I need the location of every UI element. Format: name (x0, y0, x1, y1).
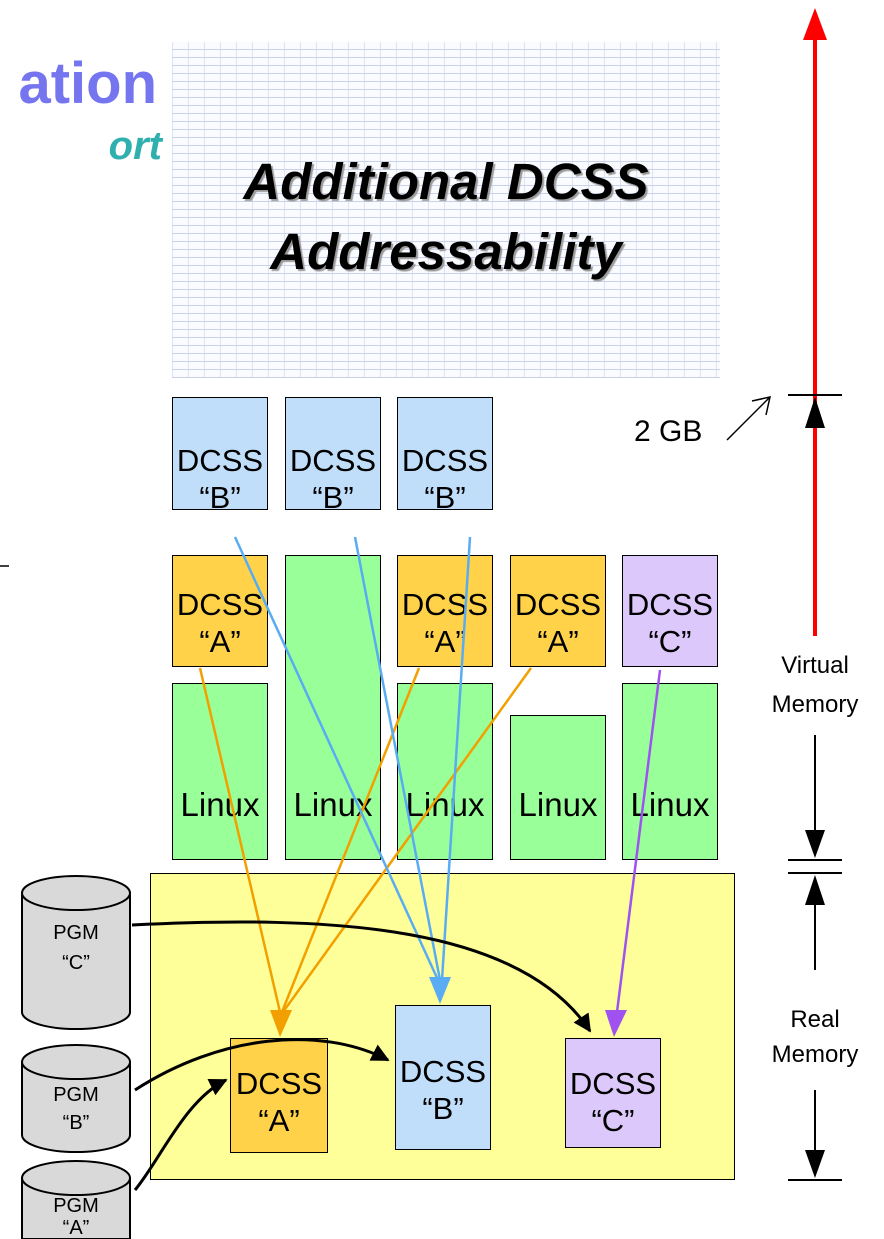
dcss-label: DCSS (289, 443, 377, 478)
pgm-a-cylinder: PGM “A” (21, 1160, 131, 1239)
linux-label: Linux (293, 786, 373, 823)
dcss-label: DCSS (399, 1054, 487, 1089)
virtual-dcss-b-2: DCSS “B” (285, 397, 381, 515)
linux-guest-5: Linux (622, 683, 718, 860)
virtual-dcss-b-1: DCSS “B” (172, 397, 268, 515)
real-memory-label-line-1: Real (790, 1006, 840, 1033)
virtual-dcss-c: DCSS “C” (622, 555, 718, 667)
dcss-label: DCSS (176, 443, 264, 478)
pgm-c-cylinder: PGM “C” (21, 875, 131, 1030)
addressability-line-1: Additional DCSS (243, 153, 649, 210)
addressability-line-2: Addressability (270, 223, 622, 280)
linux-guest-1: Linux (172, 683, 268, 860)
cylinder-top (21, 1160, 131, 1196)
dcss-label: DCSS (626, 587, 714, 622)
dcss-tag: “C” (591, 1103, 635, 1138)
dcss-label: DCSS (176, 587, 264, 622)
dcss-tag: “A” (424, 624, 466, 659)
pgm-b-cylinder: PGM “B” (21, 1044, 131, 1153)
pgm-tag: “B” (63, 1112, 90, 1134)
real-dcss-b: DCSS “B” (395, 1005, 491, 1150)
dcss-label: DCSS (401, 443, 489, 478)
linux-label: Linux (180, 786, 260, 823)
linux-guest-3: Linux (397, 683, 493, 860)
virtual-memory-label-line-1: Virtual (781, 652, 849, 679)
dcss-label: DCSS (401, 587, 489, 622)
virtual-dcss-a-2: DCSS “A” (397, 555, 493, 667)
virtual-dcss-a-1: DCSS “A” (172, 555, 268, 667)
virtual-dcss-b-3: DCSS “B” (397, 397, 493, 515)
cylinder-body (21, 1061, 131, 1153)
dcss-label: DCSS (235, 1066, 323, 1101)
dcss-tag: “A” (199, 624, 241, 659)
pgm-label: PGM (53, 922, 99, 944)
cylinder-body (21, 1177, 131, 1239)
linux-label: Linux (405, 786, 485, 823)
real-dcss-c: DCSS “C” (565, 1038, 661, 1148)
subtitle-fragment: ort (108, 124, 162, 168)
linux-guest-2: Linux (285, 555, 381, 860)
cylinder-top (21, 875, 131, 911)
cylinder-body (21, 892, 131, 1030)
real-dimension-bottom-arrowhead (805, 1150, 825, 1178)
linux-label: Linux (518, 786, 598, 823)
dcss-tag: “B” (199, 480, 241, 515)
real-memory-label-line-2: Memory (771, 1041, 859, 1068)
linux-guest-4: Linux (510, 715, 606, 860)
limit-pointer-icon (751, 396, 771, 416)
additional-addressability-area: Additional DCSS Addressability (172, 42, 720, 378)
dcss-tag: “C” (648, 624, 692, 659)
dcss-tag: “B” (424, 480, 466, 515)
cylinder-top (21, 1044, 131, 1080)
limit-tick-arrowhead (805, 397, 825, 428)
virtual-dcss-a-3: DCSS “A” (510, 555, 606, 667)
pgm-tag: “A” (63, 1217, 90, 1239)
virtual-memory-label-line-2: Memory (771, 691, 859, 718)
real-dcss-a: DCSS “A” (230, 1038, 328, 1153)
virtual-dimension-arrowhead (805, 830, 825, 858)
limit-label: 2 GB (634, 415, 703, 448)
real-dimension-top-arrowhead (805, 875, 825, 905)
pgm-label: PGM (53, 1195, 99, 1217)
title-fragment: ation (18, 51, 157, 116)
dcss-tag: “A” (258, 1103, 300, 1138)
dcss-label: DCSS (569, 1066, 657, 1101)
linux-label: Linux (630, 786, 710, 823)
pgm-label: PGM (53, 1084, 99, 1106)
dcss-tag: “B” (312, 480, 354, 515)
dcss-label: DCSS (514, 587, 602, 622)
dcss-tag: “A” (537, 624, 579, 659)
pgm-tag: “C” (62, 952, 90, 974)
address-space-arrowhead (803, 8, 827, 40)
dcss-tag: “B” (422, 1091, 464, 1126)
limit-pointer-line (726, 397, 770, 441)
